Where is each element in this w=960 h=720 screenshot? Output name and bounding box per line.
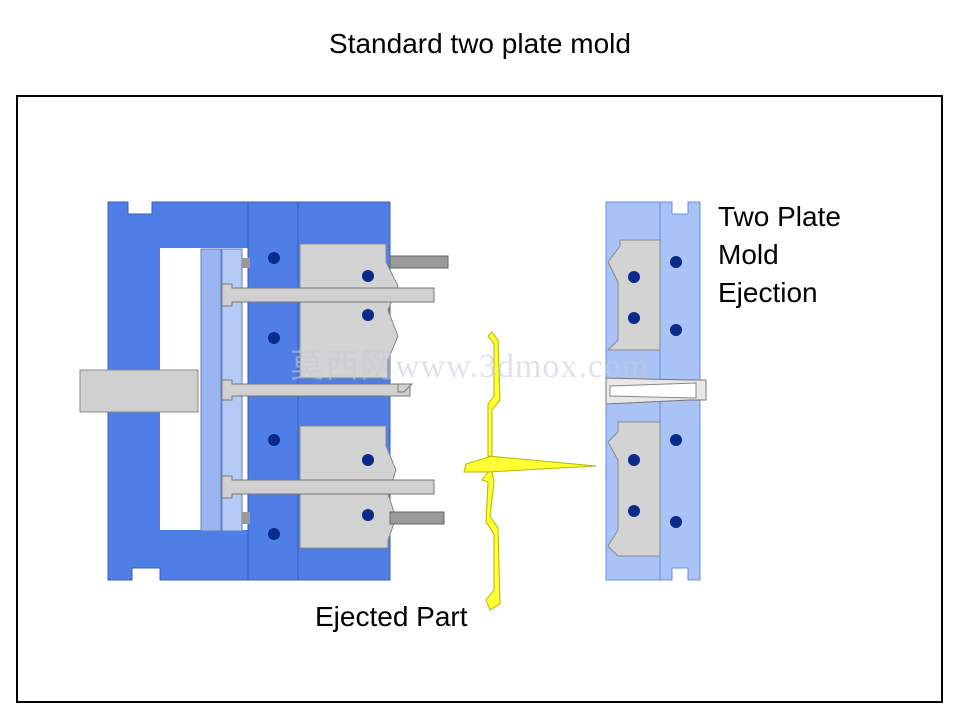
ejected-part xyxy=(463,331,597,611)
bolt-dot xyxy=(628,271,640,283)
knockout-rod xyxy=(79,369,199,413)
bolt-dot xyxy=(362,270,374,282)
sprue-puller xyxy=(397,383,414,393)
mold-ejection-line-1: Two Plate xyxy=(718,201,841,232)
bolt-dot xyxy=(628,454,640,466)
page-title: Standard two plate mold xyxy=(329,28,631,59)
bolt-dot xyxy=(670,324,682,336)
ejector-retainer-plate xyxy=(200,248,222,532)
mold-ejection-line-3: Ejection xyxy=(718,277,818,308)
bolt-dot xyxy=(362,454,374,466)
guide-pin-top xyxy=(389,255,449,269)
bolt-dot xyxy=(670,516,682,528)
bolt-dot xyxy=(362,309,374,321)
ejector-pin-top xyxy=(221,283,435,307)
bolt-dot xyxy=(268,528,280,540)
bolt-dot xyxy=(362,509,374,521)
return-pin-stub-top xyxy=(242,258,250,268)
ejector-pin-bottom xyxy=(221,475,435,499)
bolt-dot xyxy=(670,256,682,268)
cavity-insert-lower xyxy=(607,421,661,557)
return-pin-stub xyxy=(242,512,250,524)
mold-ejection-label: Two Plate Mold Ejection xyxy=(718,198,841,312)
cavity-insert-upper xyxy=(606,239,661,351)
ejected-part-label: Ejected Part xyxy=(315,601,468,632)
guide-pin-bottom xyxy=(389,511,445,525)
bolt-dot xyxy=(628,505,640,517)
bolt-dot xyxy=(268,252,280,264)
ejector-pin-middle xyxy=(221,379,411,401)
bolt-dot xyxy=(268,332,280,344)
watermark: 莫西网www.3dmox.com xyxy=(290,348,650,385)
mold-ejection-line-2: Mold xyxy=(718,239,779,270)
bolt-dot xyxy=(670,434,682,446)
bolt-dot xyxy=(268,434,280,446)
bolt-dot xyxy=(628,312,640,324)
sprue-channel xyxy=(609,382,697,399)
diagram-frame xyxy=(16,95,943,703)
